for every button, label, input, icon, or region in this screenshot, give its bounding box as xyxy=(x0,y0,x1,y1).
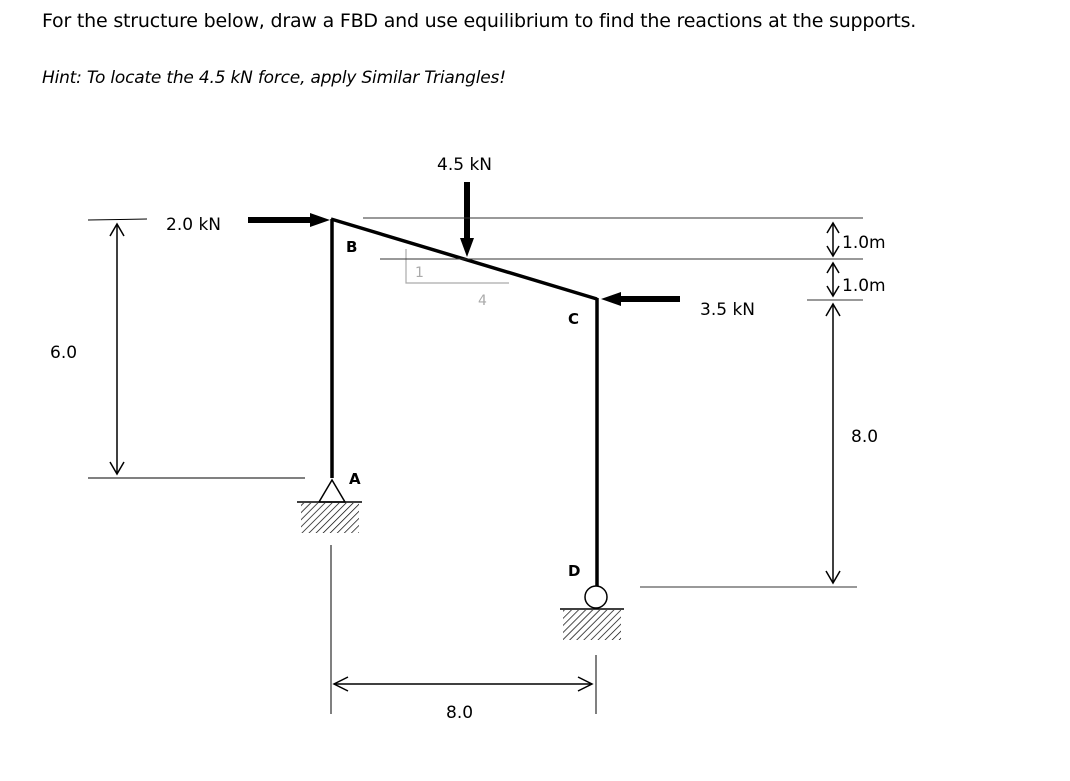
dimension-right-lines xyxy=(363,217,863,588)
slope-triangle: 1 4 xyxy=(405,249,509,309)
problem-prompt: For the structure below, draw a FBD and … xyxy=(42,10,917,32)
dimension-left-height xyxy=(87,218,305,479)
dimension-span xyxy=(330,545,597,714)
load-arrow-4-5kn xyxy=(460,182,474,257)
roller-support-icon xyxy=(560,585,624,640)
dimension-label-top-1m: 1.0m xyxy=(842,233,886,253)
dimension-label-span-8: 8.0 xyxy=(446,703,473,723)
point-d-label: D xyxy=(568,562,580,580)
load-arrow-3-5kn xyxy=(601,292,680,306)
load-arrow-2kn xyxy=(248,213,330,227)
frame-members xyxy=(330,217,599,587)
slope-run-label: 4 xyxy=(478,293,487,309)
slope-rise-label: 1 xyxy=(415,265,424,281)
dimension-label-mid-1m: 1.0m xyxy=(842,276,886,296)
load-label-2kn: 2.0 kN xyxy=(166,215,221,235)
problem-hint: Hint: To locate the 4.5 kN force, apply … xyxy=(42,68,506,88)
load-label-3-5kn: 3.5 kN xyxy=(700,300,755,320)
dimension-label-right-8: 8.0 xyxy=(851,427,878,447)
dimension-label-6: 6.0 xyxy=(50,343,77,363)
point-a-label: A xyxy=(349,470,361,488)
dimension-right-height xyxy=(825,302,841,585)
dimension-mid-1m xyxy=(826,261,840,298)
point-b-label: B xyxy=(346,238,357,256)
point-c-label: C xyxy=(568,310,579,328)
dimension-top-1m xyxy=(826,221,840,258)
load-label-4-5kn: 4.5 kN xyxy=(437,155,492,175)
pin-support-icon xyxy=(297,478,362,533)
